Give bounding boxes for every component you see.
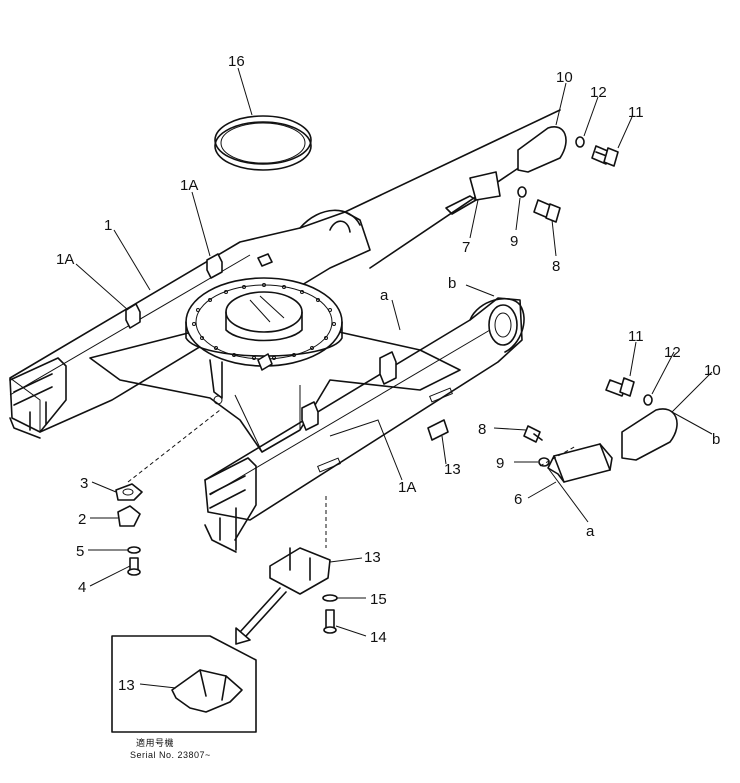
guard-part-13-mid <box>427 419 449 441</box>
gasket-part-3 <box>115 483 143 501</box>
bolt-part-8-top <box>533 199 561 223</box>
inset-serial-label: Serial No. 23807~ <box>130 750 211 760</box>
bolt-part-11-top <box>591 145 619 167</box>
guard-part-13-low <box>269 547 331 595</box>
track-frame-part-1 <box>9 109 561 553</box>
cover-part-10-right <box>621 408 678 461</box>
label-a-right: a <box>586 523 595 540</box>
label-3: 3 <box>80 475 88 492</box>
label-13-low: 13 <box>364 549 381 566</box>
cover-part-10-top <box>517 126 567 173</box>
bolt-holes <box>192 283 336 360</box>
label-10-top: 10 <box>556 69 573 86</box>
ring-part-16 <box>214 115 312 171</box>
label-b-top: b <box>448 275 456 292</box>
label-1: 1 <box>104 217 112 234</box>
washer-part-15 <box>322 594 338 602</box>
inset-panel <box>111 635 257 733</box>
washer-part-5 <box>127 546 141 554</box>
bolt-part-4 <box>127 557 141 576</box>
label-1A-left: 1A <box>56 251 74 268</box>
label-13-mid: 13 <box>444 461 461 478</box>
label-8-right: 8 <box>478 421 486 438</box>
bolt-part-11-right <box>605 377 635 397</box>
washer-part-12-top <box>575 136 585 148</box>
guard-part-13-inset <box>171 669 243 713</box>
bracket-part-6 <box>547 443 613 483</box>
label-12-right: 12 <box>664 344 681 361</box>
inset-applicability-label: 適用号機 <box>136 737 174 748</box>
cover-part-2 <box>117 505 141 527</box>
bracket-part-7 <box>445 171 501 215</box>
label-10-right: 10 <box>704 362 721 379</box>
label-9-right: 9 <box>496 455 504 472</box>
label-16: 16 <box>228 53 245 70</box>
leader-lines <box>75 67 713 689</box>
label-15: 15 <box>370 591 387 608</box>
label-6: 6 <box>514 491 522 508</box>
label-12-top: 12 <box>590 84 607 101</box>
label-9-top: 9 <box>510 233 518 250</box>
label-b-right: b <box>712 431 720 448</box>
label-1A-bottom: 1A <box>398 479 416 496</box>
label-11-right: 11 <box>628 328 644 345</box>
part-labels: 16 10 12 11 1A 1 1A 7 9 8 b a 11 12 10 b… <box>56 53 721 760</box>
washer-part-12-right <box>643 394 653 406</box>
bolt-part-8-right <box>523 425 543 443</box>
label-5: 5 <box>76 543 84 560</box>
label-4: 4 <box>78 579 86 596</box>
label-a-top: a <box>380 287 389 304</box>
inset-arrow <box>235 587 287 645</box>
washer-part-9-right <box>538 457 550 467</box>
label-13-inset: 13 <box>118 677 135 694</box>
bolt-part-14 <box>323 609 337 634</box>
washer-part-9-top <box>517 186 527 198</box>
label-7: 7 <box>462 239 470 256</box>
label-14: 14 <box>370 629 387 646</box>
label-1A-top: 1A <box>180 177 198 194</box>
label-2: 2 <box>78 511 86 528</box>
label-11-top: 11 <box>628 104 644 121</box>
label-8-top: 8 <box>552 258 560 275</box>
